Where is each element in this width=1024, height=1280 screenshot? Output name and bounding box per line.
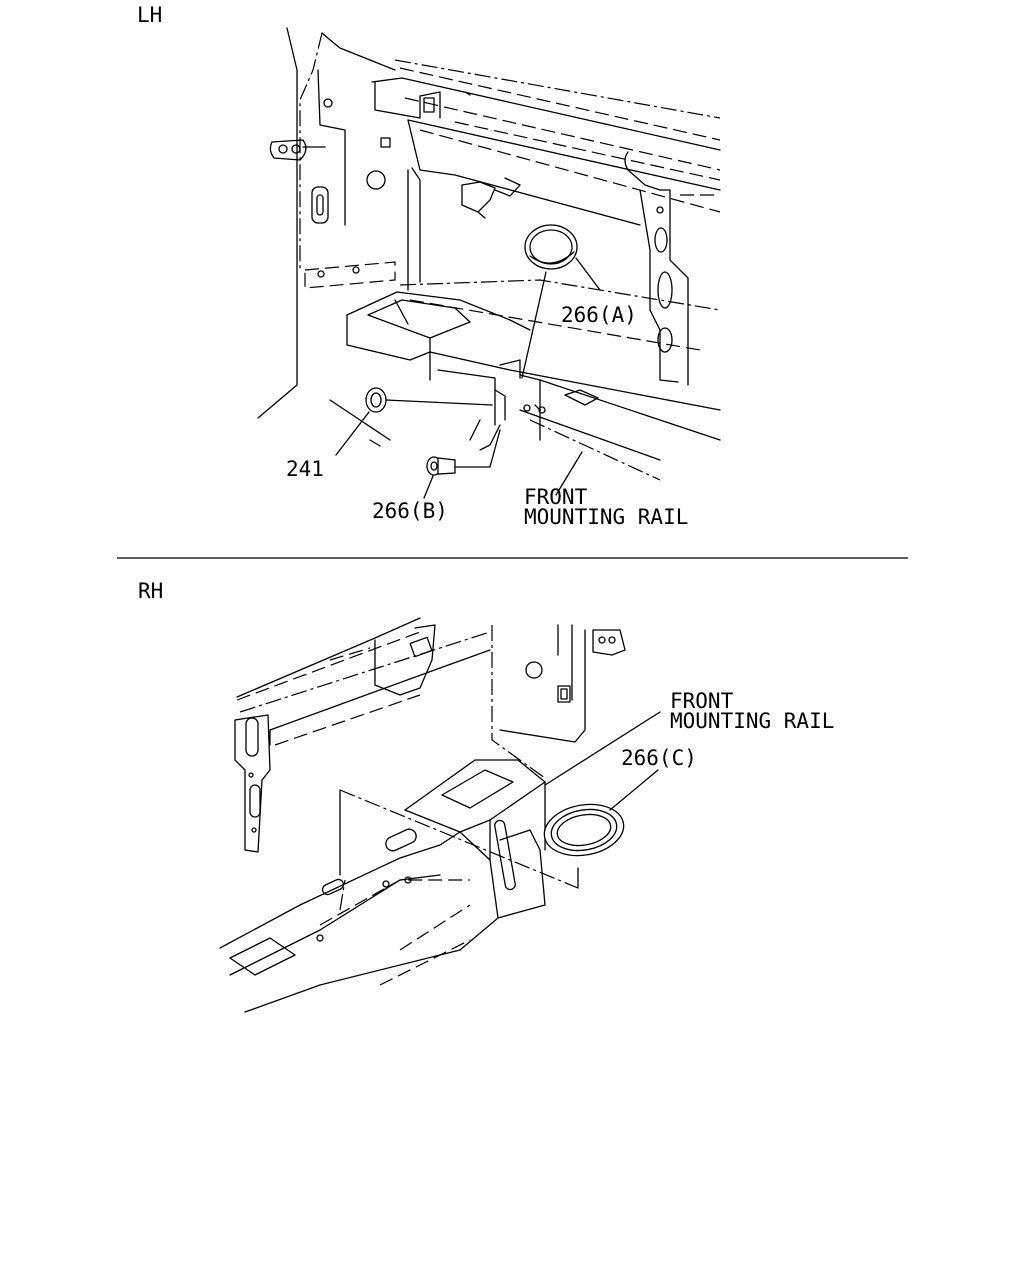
- leader-rh-rail: [544, 711, 661, 786]
- lh-section: LH: [137, 3, 721, 529]
- leader-266a: [521, 271, 547, 379]
- label-rh-rail-line2: MOUNTING RAIL: [670, 709, 834, 733]
- leader-266b-label: [423, 475, 434, 499]
- leader-266c: [609, 769, 659, 811]
- rh-section: RH: [138, 579, 834, 1013]
- label-lh-rail-line2: MOUNTING RAIL: [524, 505, 688, 529]
- lh-heading: LH: [137, 3, 162, 27]
- washer-241: [365, 387, 387, 413]
- label-lh-rail-line1: FRONT: [524, 485, 588, 509]
- grommet-266c: [543, 803, 625, 857]
- leader-241: [385, 399, 493, 406]
- grommet-266a: [524, 224, 578, 270]
- rh-body-structure: [219, 617, 626, 1013]
- leader-lh-rail: [555, 451, 583, 496]
- leader-266a-label: [575, 257, 601, 291]
- label-rh-rail-line1: FRONT: [670, 689, 734, 713]
- label-241: 241: [286, 457, 324, 481]
- leader-241-label: [335, 411, 370, 456]
- lh-body-structure: [257, 27, 721, 481]
- rh-plane-top: [339, 789, 579, 889]
- label-266c: 266(C): [621, 746, 697, 770]
- plug-266b: [426, 456, 456, 476]
- rh-heading: RH: [138, 579, 163, 603]
- leader-266b: [454, 429, 501, 468]
- label-266b: 266(B): [372, 499, 448, 523]
- label-266a: 266(A): [561, 303, 637, 327]
